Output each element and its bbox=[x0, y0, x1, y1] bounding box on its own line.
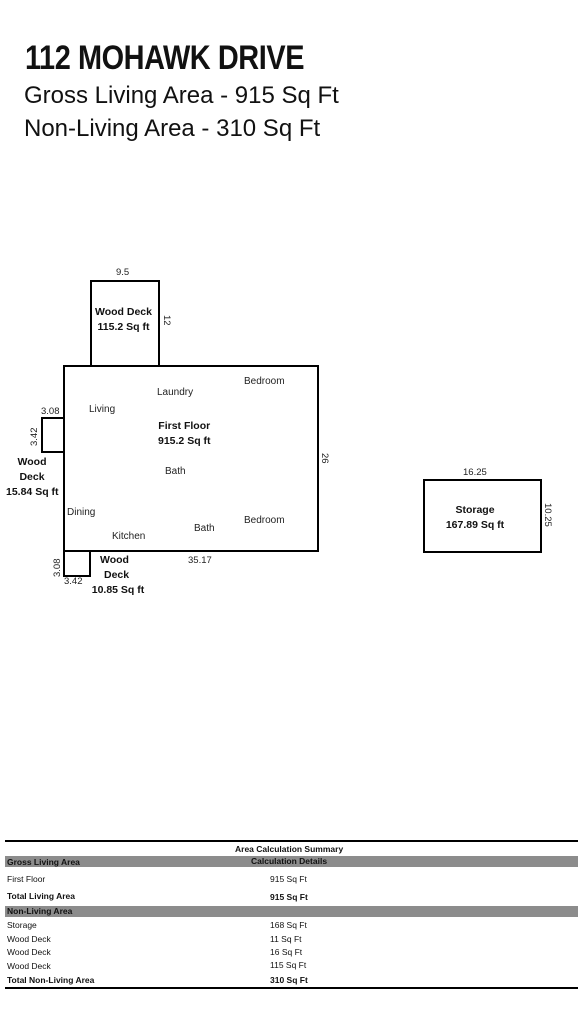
room-laundry: Laundry bbox=[157, 387, 194, 398]
first-floor-width: 35.17 bbox=[188, 555, 212, 566]
non-total-value: 310 Sq Ft bbox=[270, 975, 308, 985]
non-row-value-3: 16 Sq Ft bbox=[270, 947, 303, 957]
wood-deck-top-name: Wood Deck bbox=[95, 306, 152, 318]
non-row-value-2: 11 Sq Ft bbox=[270, 934, 302, 944]
wood-deck-left-shape bbox=[41, 417, 65, 453]
gross-living-area-heading: Gross Living Area - 915 Sq Ft bbox=[24, 82, 339, 109]
non-row-value-4: 115 Sq Ft bbox=[270, 960, 307, 970]
room-bedroom-1: Bedroom bbox=[244, 376, 285, 387]
storage-label: Storage 167.89 Sq ft bbox=[440, 503, 510, 533]
property-address: 112 MOHAWK DRIVE bbox=[25, 39, 305, 77]
wood-deck-left-name-2: Deck bbox=[19, 471, 45, 483]
first-floor-area: 915.2 Sq ft bbox=[158, 435, 211, 447]
wood-deck-left-area: 15.84 Sq ft bbox=[6, 486, 59, 498]
room-kitchen: Kitchen bbox=[112, 531, 146, 542]
storage-width: 16.25 bbox=[463, 467, 487, 478]
storage-shape bbox=[423, 479, 542, 553]
wood-deck-bottom-depth: 3.08 bbox=[52, 558, 63, 578]
wood-deck-left-depth: 3.42 bbox=[29, 427, 40, 447]
non-row-label-3: Wood Deck bbox=[7, 947, 51, 957]
wood-deck-left-name-1: Wood bbox=[17, 456, 47, 468]
room-bedroom-2: Bedroom bbox=[244, 515, 285, 526]
wood-deck-bottom-width: 3.42 bbox=[64, 576, 83, 587]
wood-deck-bottom-area: 10.85 Sq ft bbox=[91, 584, 145, 596]
gross-header-band bbox=[5, 856, 578, 867]
details-header: Calculation Details bbox=[251, 856, 328, 866]
non-total-label: Total Non-Living Area bbox=[7, 975, 95, 985]
gross-total-label: Total Living Area bbox=[7, 891, 76, 901]
first-floor-label: First Floor 915.2 Sq ft bbox=[158, 419, 211, 449]
gross-row-value: 915 Sq Ft bbox=[270, 874, 307, 884]
gross-header: Gross Living Area bbox=[7, 857, 80, 867]
gross-row-label: First Floor bbox=[7, 874, 46, 884]
non-living-area-heading: Non-Living Area - 310 Sq Ft bbox=[24, 115, 321, 142]
non-header-band bbox=[5, 906, 578, 917]
wood-deck-top-label: Wood Deck 115.2 Sq ft bbox=[95, 305, 152, 335]
wood-deck-left-width: 3.08 bbox=[41, 406, 60, 417]
summary-title: Area Calculation Summary bbox=[235, 844, 344, 854]
wood-deck-bottom-name-2: Deck bbox=[104, 569, 130, 581]
room-bath-2: Bath bbox=[194, 523, 215, 534]
wood-deck-left-label: Wood Deck 15.84 Sq ft bbox=[6, 455, 59, 500]
storage-name: Storage bbox=[455, 504, 495, 516]
first-floor-name: First Floor bbox=[158, 420, 211, 432]
storage-depth: 10.25 bbox=[542, 503, 553, 527]
room-bath-1: Bath bbox=[165, 466, 186, 477]
non-row-label-2: Wood Deck bbox=[7, 934, 51, 944]
gross-total-value: 915 Sq Ft bbox=[270, 892, 308, 902]
table-top-rule bbox=[5, 840, 578, 842]
non-row-value-1: 168 Sq Ft bbox=[270, 920, 307, 930]
wood-deck-top-depth: 12 bbox=[161, 315, 172, 326]
table-bottom-rule bbox=[5, 987, 578, 989]
non-row-label-1: Storage bbox=[7, 920, 37, 930]
room-dining: Dining bbox=[67, 507, 96, 518]
non-header: Non-Living Area bbox=[7, 906, 73, 916]
first-floor-depth: 26 bbox=[319, 453, 330, 464]
wood-deck-bottom-label: Wood Deck 10.85 Sq ft bbox=[88, 553, 148, 598]
non-row-label-4: Wood Deck bbox=[7, 961, 51, 971]
storage-area: 167.89 Sq ft bbox=[445, 519, 505, 531]
wood-deck-bottom-shape bbox=[63, 550, 91, 577]
first-floor-shape bbox=[63, 365, 319, 552]
room-living: Living bbox=[89, 404, 116, 415]
wood-deck-top-width: 9.5 bbox=[116, 267, 130, 278]
wood-deck-top-area: 115.2 Sq ft bbox=[97, 321, 150, 333]
wood-deck-bottom-name-1: Wood bbox=[100, 554, 129, 566]
